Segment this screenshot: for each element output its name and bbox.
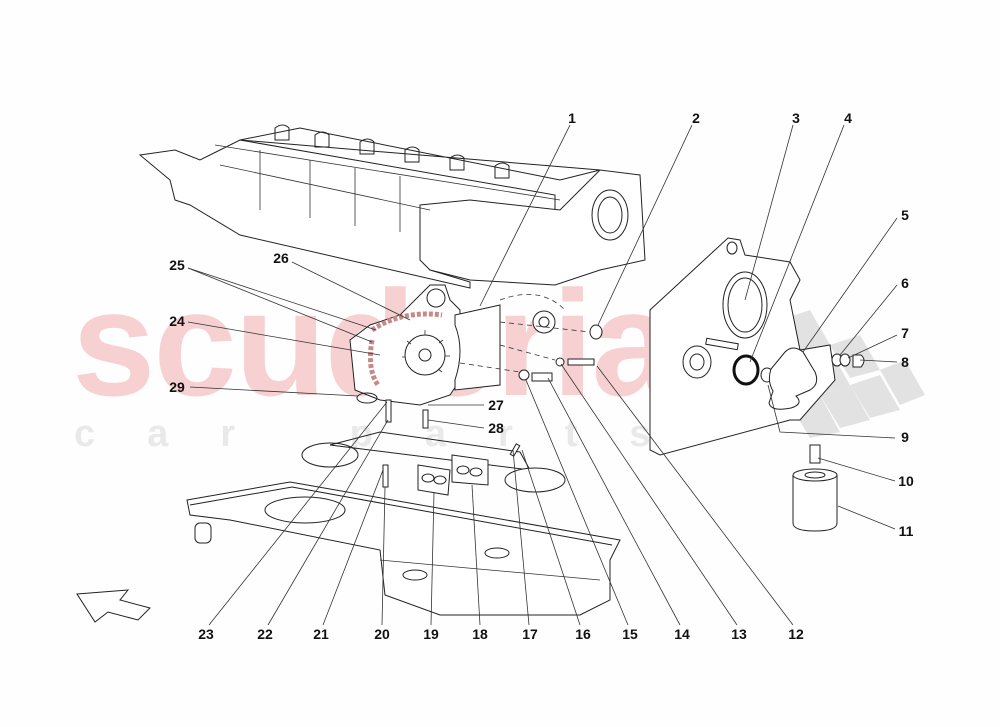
callout-19[interactable]: 19 (423, 626, 439, 642)
callout-14[interactable]: 14 (674, 626, 690, 642)
callout-2[interactable]: 2 (692, 110, 700, 126)
direction-arrow-icon (76, 589, 151, 623)
timing-cover (649, 237, 836, 456)
callout-20[interactable]: 20 (374, 626, 390, 642)
callout-17[interactable]: 17 (522, 626, 538, 642)
callout-26[interactable]: 26 (273, 250, 289, 266)
strainer-and-gaskets (301, 431, 566, 496)
callout-18[interactable]: 18 (472, 626, 488, 642)
callout-11[interactable]: 11 (898, 523, 914, 539)
oil-sump (186, 481, 621, 616)
callout-4[interactable]: 4 (844, 110, 852, 126)
callout-5[interactable]: 5 (901, 207, 909, 223)
oil-pump-assembly (349, 284, 591, 406)
callout-13[interactable]: 13 (731, 626, 747, 642)
watermark-car-parts: car parts (74, 413, 703, 455)
crankcase-block (138, 124, 646, 289)
callout-1[interactable]: 1 (568, 110, 576, 126)
callout-29[interactable]: 29 (169, 379, 185, 395)
callout-12[interactable]: 12 (788, 626, 804, 642)
callout-28[interactable]: 28 (488, 420, 504, 436)
callout-3[interactable]: 3 (792, 110, 800, 126)
callout-27[interactable]: 27 (488, 397, 504, 413)
callout-6[interactable]: 6 (901, 275, 909, 291)
hardware (356, 324, 865, 488)
callout-23[interactable]: 23 (198, 626, 214, 642)
callout-21[interactable]: 21 (313, 626, 329, 642)
callout-16[interactable]: 16 (575, 626, 591, 642)
callout-9[interactable]: 9 (901, 429, 909, 445)
callout-15[interactable]: 15 (622, 626, 638, 642)
callout-10[interactable]: 10 (898, 473, 914, 489)
callout-22[interactable]: 22 (257, 626, 273, 642)
callout-24[interactable]: 24 (169, 313, 185, 329)
leader-lines (187, 124, 898, 626)
oil-filter (792, 468, 838, 532)
callout-8[interactable]: 8 (901, 354, 909, 370)
callout-25[interactable]: 25 (169, 257, 185, 273)
callout-7[interactable]: 7 (901, 325, 909, 341)
